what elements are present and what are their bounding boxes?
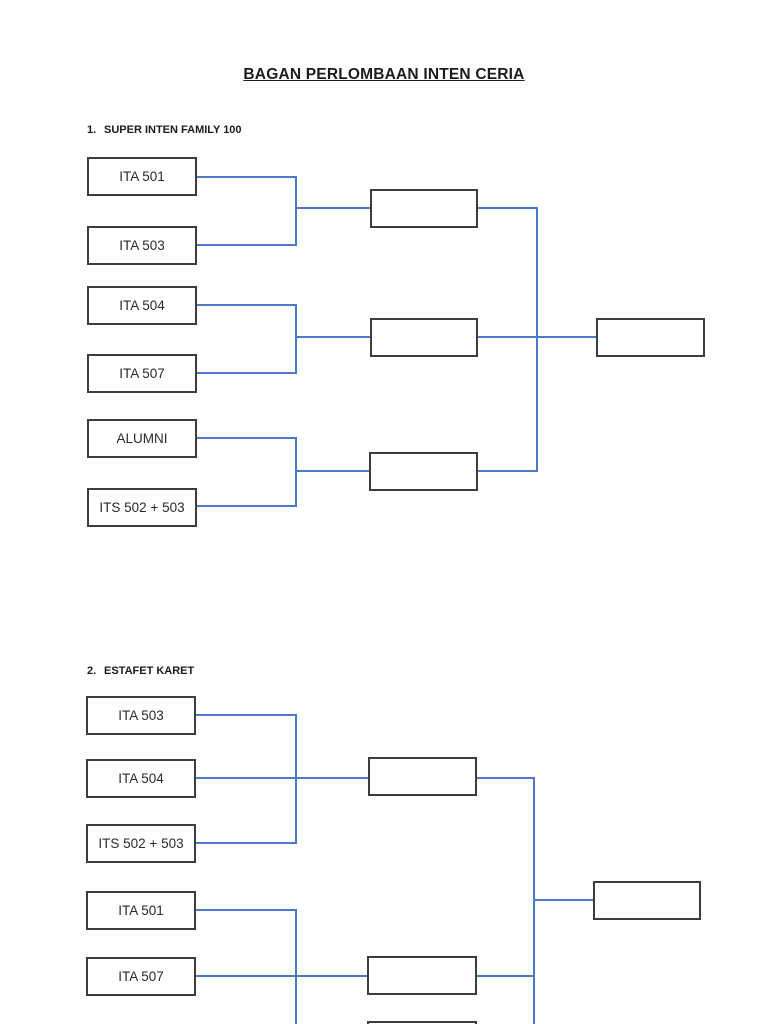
team-label: ITA 503: [118, 708, 164, 723]
bracket-line: [197, 505, 297, 507]
bracket-line: [295, 437, 297, 507]
section-2-heading: 2. ESTAFET KARET: [87, 665, 194, 677]
team-label: ITA 501: [118, 903, 164, 918]
bracket-line: [295, 470, 369, 472]
bracket-line: [478, 207, 538, 209]
team-label: ITA 507: [119, 366, 165, 381]
bracket-line: [197, 372, 297, 374]
team-label: ITA 504: [118, 771, 164, 786]
s2-team-box-ita-503: ITA 503: [86, 696, 196, 735]
s1-semifinal-slot-3: [369, 452, 478, 491]
bracket-line: [295, 207, 370, 209]
bracket-line: [196, 909, 297, 911]
s2-semifinal-slot-2: [367, 956, 477, 995]
s1-team-box-ita-503: ITA 503: [87, 226, 197, 265]
s2-team-box-ita-504: ITA 504: [86, 759, 196, 798]
s1-team-box-its-502-503: ITS 502 + 503: [87, 488, 197, 527]
bracket-line: [478, 336, 596, 338]
document-title: BAGAN PERLOMBAAN INTEN CERIA: [243, 66, 525, 83]
bracket-line: [196, 975, 367, 977]
bracket-line: [295, 714, 297, 844]
s1-team-box-ita-504: ITA 504: [87, 286, 197, 325]
section-2-title: ESTAFET KARET: [104, 665, 195, 677]
team-label: ALUMNI: [116, 431, 168, 446]
bracket-line: [196, 714, 297, 716]
team-label: ITA 507: [118, 969, 164, 984]
section-2-number: 2.: [87, 665, 97, 677]
section-1-number: 1.: [87, 124, 97, 136]
s1-semifinal-slot-1: [370, 189, 478, 228]
s1-team-box-alumni: ALUMNI: [87, 419, 197, 458]
team-label: ITA 501: [119, 169, 165, 184]
bracket-line: [197, 437, 297, 439]
team-label: ITA 504: [119, 298, 165, 313]
team-label: ITA 503: [119, 238, 165, 253]
bracket-line: [478, 470, 538, 472]
s2-team-box-its-502-503: ITS 502 + 503: [86, 824, 196, 863]
bracket-line: [196, 842, 297, 844]
bracket-line: [295, 176, 297, 246]
s1-final-slot: [596, 318, 705, 357]
bracket-line: [295, 909, 297, 1024]
bracket-line: [536, 207, 538, 472]
s1-team-box-ita-501: ITA 501: [87, 157, 197, 196]
bracket-line: [197, 244, 297, 246]
bracket-line: [477, 975, 535, 977]
bracket-line: [295, 336, 370, 338]
bracket-line: [196, 777, 368, 779]
s2-team-box-ita-507: ITA 507: [86, 957, 196, 996]
section-1-heading: 1. SUPER INTEN FAMILY 100: [87, 124, 242, 136]
bracket-line: [197, 304, 297, 306]
team-label: ITS 502 + 503: [99, 500, 185, 515]
bracket-line: [533, 899, 593, 901]
s2-final-slot: [593, 881, 701, 920]
s2-partial-slot: [367, 1021, 477, 1024]
section-1-title: SUPER INTEN FAMILY 100: [104, 124, 242, 136]
team-label: ITS 502 + 503: [98, 836, 184, 851]
bracket-line: [477, 777, 535, 779]
s1-semifinal-slot-2: [370, 318, 478, 357]
bracket-line: [197, 176, 297, 178]
s1-team-box-ita-507: ITA 507: [87, 354, 197, 393]
bracket-line: [295, 304, 297, 374]
s2-semifinal-slot-1: [368, 757, 477, 796]
s2-team-box-ita-501: ITA 501: [86, 891, 196, 930]
